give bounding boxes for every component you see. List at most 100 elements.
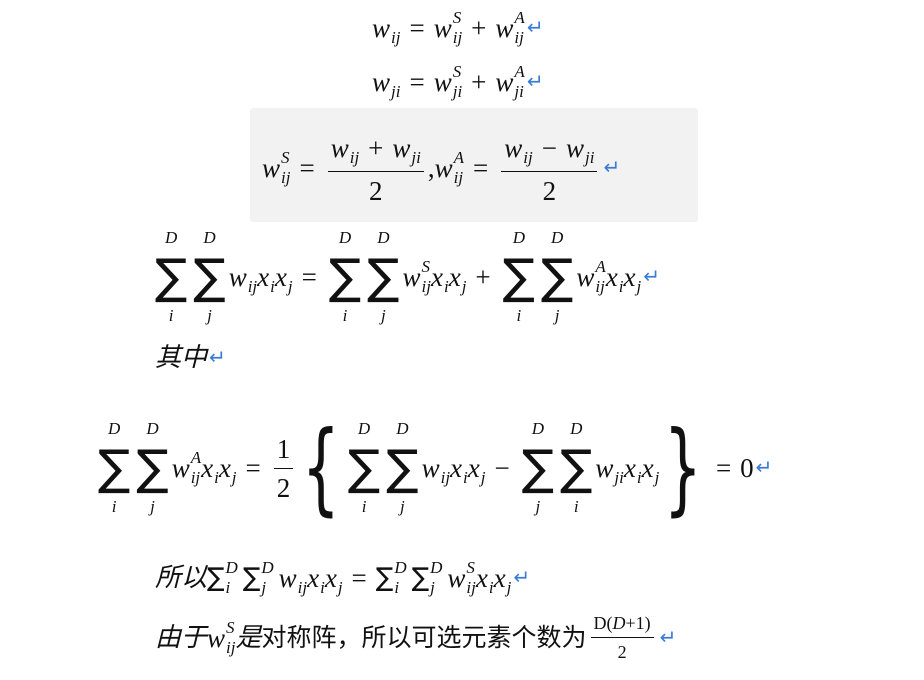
variable-base: x bbox=[450, 453, 463, 483]
sum-upper-limit: D bbox=[377, 228, 390, 247]
scripts: ij bbox=[441, 448, 450, 488]
scripts: ji bbox=[391, 62, 400, 102]
subscript: i bbox=[443, 277, 449, 296]
sum-upper-limit: D bbox=[225, 558, 238, 577]
denominator: 2 bbox=[274, 469, 294, 504]
text-where: 其中↵ bbox=[155, 342, 226, 374]
sum-lower-limit: j bbox=[554, 306, 560, 325]
superscript bbox=[288, 257, 293, 277]
superscript bbox=[462, 257, 467, 277]
math-number: , bbox=[427, 152, 435, 183]
summation: D∑i bbox=[503, 228, 535, 326]
subscript: i bbox=[618, 277, 624, 296]
math-variable: D bbox=[613, 612, 626, 634]
sum-upper-limit: D bbox=[551, 228, 564, 247]
math-operator: = bbox=[351, 563, 367, 593]
summation: D∑j bbox=[522, 419, 554, 517]
subscript: ji bbox=[452, 82, 463, 101]
chinese-text: 所以 bbox=[155, 563, 208, 593]
math-number: 1 bbox=[276, 433, 291, 464]
math-variable: x i bbox=[201, 448, 219, 488]
variable-base: w bbox=[402, 262, 421, 292]
subscript: ij bbox=[391, 28, 401, 47]
math-operator: + bbox=[368, 133, 384, 163]
superscript: S bbox=[452, 62, 462, 81]
sigma-symbol: ∑ bbox=[560, 440, 593, 496]
sum-upper-limit: D bbox=[396, 419, 409, 438]
numerator: D(D+1) bbox=[590, 612, 654, 638]
sigma-symbol: ∑ bbox=[347, 440, 381, 496]
math-operator: = bbox=[473, 152, 489, 183]
sigma-symbol: ∑ bbox=[375, 563, 394, 593]
variable-base: x bbox=[274, 262, 287, 292]
math-variable: x j bbox=[642, 448, 660, 488]
math-variable: x j bbox=[325, 558, 343, 598]
superscript bbox=[391, 62, 400, 82]
math-operator: = bbox=[299, 152, 315, 183]
math-number: D( bbox=[593, 613, 613, 633]
sum-upper-limit: D bbox=[261, 558, 274, 577]
sigma-symbol: ∑ bbox=[541, 249, 574, 305]
math-number: 2 bbox=[369, 176, 383, 206]
math-operator: = bbox=[409, 67, 425, 97]
math-variable: w ij bbox=[331, 128, 359, 168]
superscript bbox=[655, 448, 660, 468]
variable-base: x bbox=[493, 563, 506, 593]
math-variable: x j bbox=[494, 558, 512, 598]
sigma-symbol: ∑ bbox=[242, 563, 261, 593]
subscript: i bbox=[636, 468, 642, 487]
paragraph-mark-icon: ↵ bbox=[526, 17, 544, 39]
subscript: j bbox=[506, 578, 512, 597]
math-number: 2 bbox=[276, 472, 291, 503]
subscript: ji bbox=[584, 148, 595, 167]
subscript: ji bbox=[391, 82, 401, 101]
scripts: ij bbox=[523, 128, 532, 168]
scripts: i bbox=[444, 257, 449, 297]
variable-base: w bbox=[447, 563, 466, 593]
paragraph-mark-icon: ↵ bbox=[603, 156, 621, 179]
math-variable: w ji bbox=[372, 62, 400, 102]
superscript bbox=[507, 558, 512, 578]
paragraph-mark-icon: ↵ bbox=[526, 71, 544, 93]
sum-upper-limit: D bbox=[357, 419, 371, 438]
sum-upper-limit: D bbox=[394, 558, 407, 577]
variable-base: w bbox=[595, 453, 614, 483]
math-variable: x j bbox=[275, 257, 293, 297]
denominator: 2 bbox=[366, 172, 386, 207]
variable-base: w bbox=[495, 13, 514, 43]
subscript: ij bbox=[440, 468, 451, 487]
paragraph-mark-icon: ↵ bbox=[513, 567, 531, 589]
math-number: 2 bbox=[542, 176, 557, 206]
scripts: j bbox=[338, 558, 343, 598]
subscript: j bbox=[480, 468, 486, 487]
sum-lower-limit: i bbox=[168, 306, 174, 325]
sum-lower-limit: j bbox=[535, 497, 541, 516]
superscript: A bbox=[595, 257, 606, 276]
scripts: j bbox=[636, 257, 641, 297]
chinese-text: 其中 bbox=[155, 343, 208, 373]
subscript: j bbox=[231, 468, 237, 487]
sum-upper-limit: D bbox=[108, 419, 121, 438]
subscript: i bbox=[488, 578, 494, 597]
summation: D∑i bbox=[155, 228, 187, 326]
sigma-symbol: ∑ bbox=[521, 440, 555, 496]
variable-base: x bbox=[605, 262, 618, 292]
scripts: i bbox=[320, 558, 325, 598]
summation: D∑j bbox=[386, 419, 418, 517]
math-number: 0 bbox=[740, 453, 754, 483]
scripts: i bbox=[637, 448, 642, 488]
scripts: i bbox=[214, 448, 219, 488]
summation: D∑i bbox=[98, 419, 130, 517]
